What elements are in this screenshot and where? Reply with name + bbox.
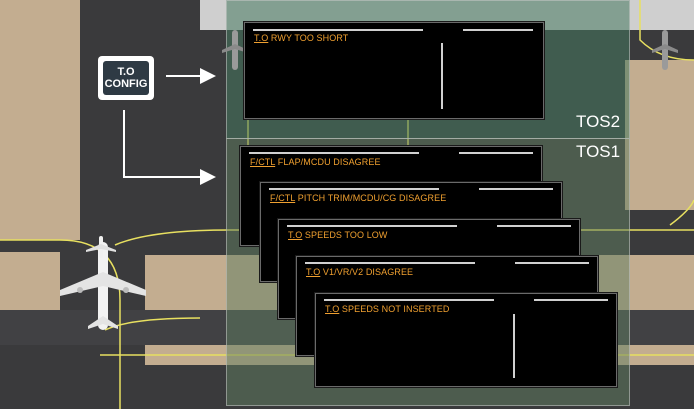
ecam-message-prefix: F/CTL xyxy=(250,157,276,167)
ecam-message: F/CTL FLAP/MCDU DISAGREE xyxy=(250,157,381,167)
ecam-divider-left xyxy=(249,152,419,154)
ecam-message-prefix: T.O xyxy=(306,267,321,277)
ecam-display-tos1-5: T.O SPEEDS NOT INSERTED xyxy=(315,293,617,387)
to-config-label-line1: T.O xyxy=(117,66,135,78)
ecam-message-prefix: T.O xyxy=(325,304,340,314)
ground-top-right xyxy=(625,60,694,210)
ecam-message-text: PITCH TRIM/MCDU/CG DISAGREE xyxy=(295,193,447,203)
ecam-message: T.O SPEEDS TOO LOW xyxy=(288,230,388,240)
ecam-divider-vertical xyxy=(513,314,515,378)
to-config-label-line2: CONFIG xyxy=(104,78,148,90)
aircraft-small-icon xyxy=(86,236,116,258)
ecam-divider-right xyxy=(534,299,608,301)
to-config-button[interactable]: T.O CONFIG xyxy=(98,56,154,100)
ecam-message-prefix: T.O xyxy=(254,33,269,43)
ecam-message: T.O V1/VR/V2 DISAGREE xyxy=(306,267,413,277)
aircraft-parked-left-icon xyxy=(222,30,248,70)
ecam-divider-right xyxy=(479,188,553,190)
ecam-message: F/CTL PITCH TRIM/MCDU/CG DISAGREE xyxy=(270,193,446,203)
ecam-divider-left xyxy=(305,262,475,264)
ecam-message-text: V1/VR/V2 DISAGREE xyxy=(320,267,414,277)
ecam-divider-right xyxy=(497,225,571,227)
ecam-message-text: RWY TOO SHORT xyxy=(268,33,349,43)
ecam-divider-left xyxy=(253,29,423,31)
aircraft-icon xyxy=(60,242,146,330)
ecam-divider-left xyxy=(269,188,439,190)
ecam-message-text: FLAP/MCDU DISAGREE xyxy=(275,157,381,167)
ecam-divider-vertical xyxy=(441,43,443,109)
ground-left-strip xyxy=(0,0,80,240)
ecam-display-tos2: T.O RWY TOO SHORT xyxy=(244,22,544,119)
ecam-divider-right xyxy=(463,29,533,31)
ecam-divider-right xyxy=(515,262,589,264)
to-config-button-face: T.O CONFIG xyxy=(103,61,149,95)
ecam-message-prefix: F/CTL xyxy=(270,193,296,203)
ecam-divider-right xyxy=(459,152,533,154)
ecam-message-text: SPEEDS NOT INSERTED xyxy=(339,304,450,314)
ecam-divider-left xyxy=(287,225,457,227)
ecam-message-prefix: T.O xyxy=(288,230,303,240)
tos1-label: TOS1 xyxy=(576,142,621,161)
ecam-divider-left xyxy=(324,299,494,301)
aircraft-parked-right-icon xyxy=(652,30,678,70)
tos2-label: TOS2 xyxy=(576,112,621,131)
ecam-message: T.O SPEEDS NOT INSERTED xyxy=(325,304,450,314)
arrow-to-tos1 xyxy=(123,110,216,185)
ecam-message-text: SPEEDS TOO LOW xyxy=(302,230,388,240)
ecam-message: T.O RWY TOO SHORT xyxy=(254,33,348,43)
